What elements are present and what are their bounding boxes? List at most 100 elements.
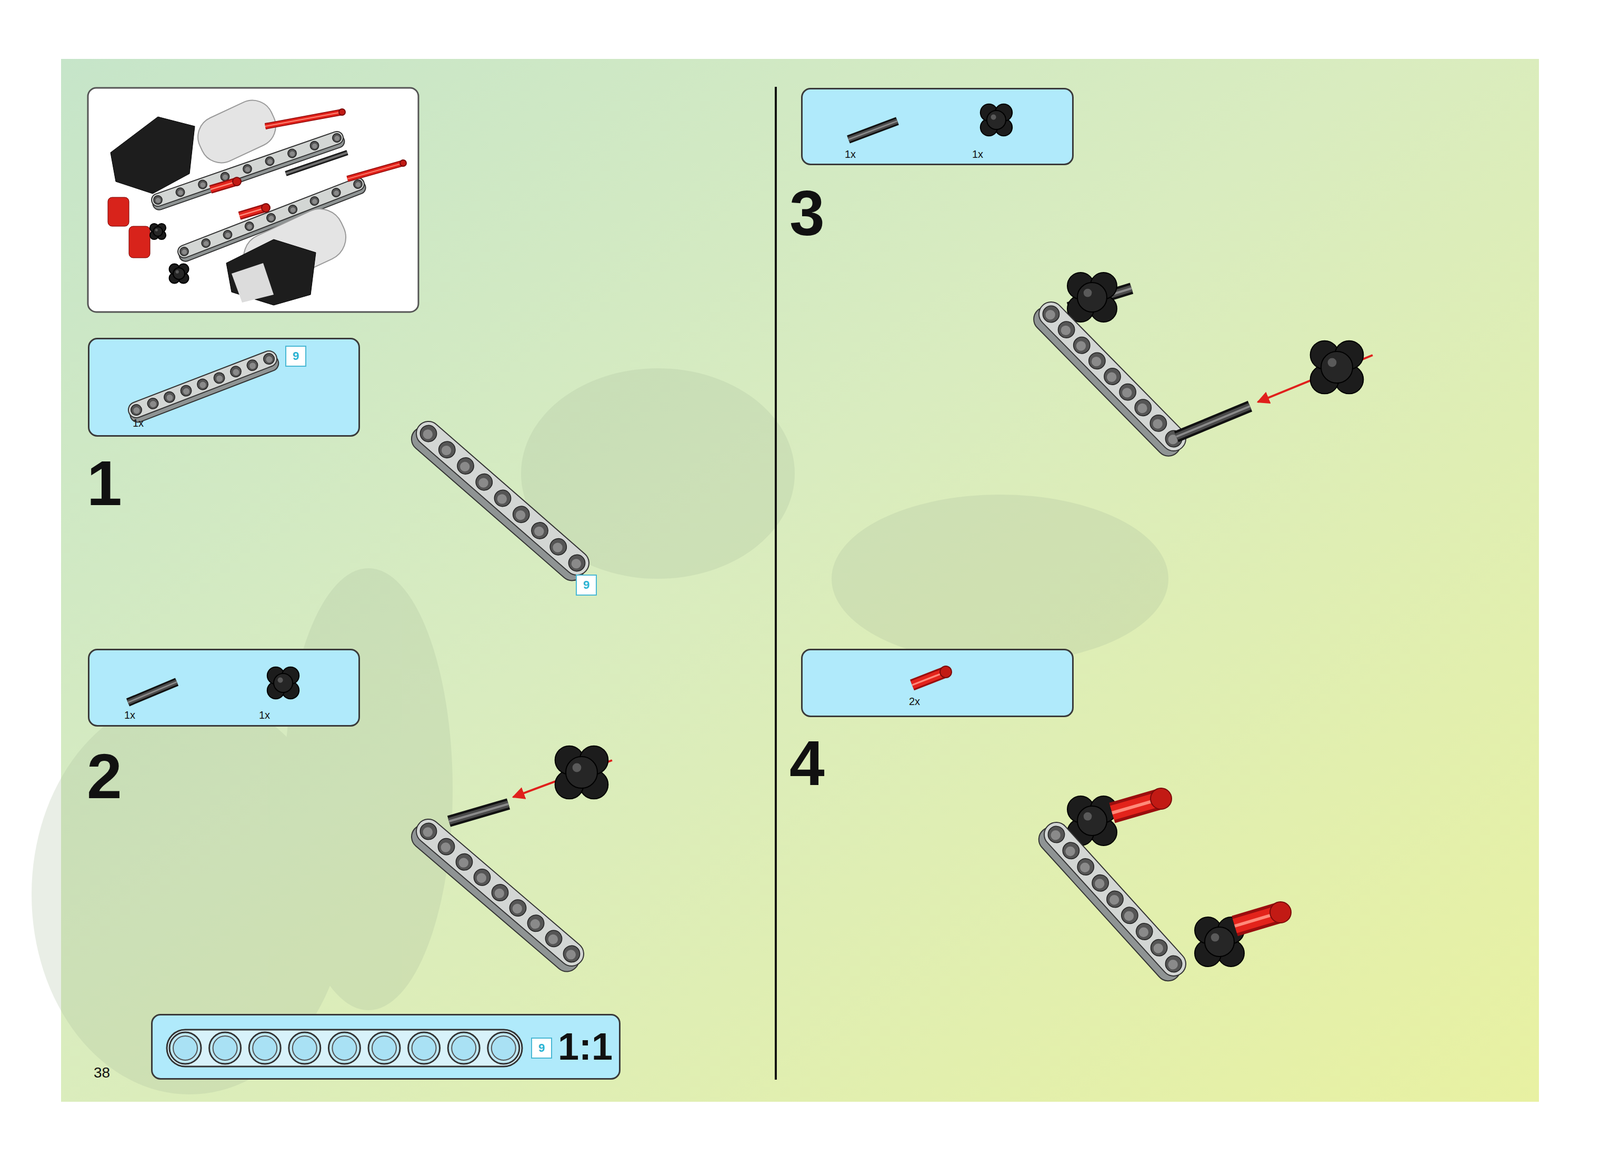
- part-shape: [991, 114, 997, 120]
- part-picture: [802, 650, 1073, 716]
- illustration-part: [338, 108, 346, 116]
- illustration-part: [175, 270, 179, 274]
- illustration-part: [1270, 902, 1292, 924]
- illustration-part: [495, 492, 509, 506]
- part-shape: [148, 400, 158, 409]
- illustration-part: [1146, 411, 1170, 435]
- part-shape: [132, 406, 142, 415]
- quantity-text: 1x: [972, 148, 984, 160]
- illustration-part: [1088, 871, 1113, 895]
- illustration-part: [1122, 909, 1136, 924]
- illustration-part: [222, 174, 229, 181]
- illustration-part: [564, 947, 578, 962]
- background-texture: [31, 368, 1169, 1095]
- illustration-part: [224, 232, 232, 239]
- part-shape: [487, 1032, 520, 1065]
- illustration-part: [1054, 318, 1078, 342]
- part-shape: [447, 1032, 480, 1065]
- illustration-part: [1147, 936, 1171, 960]
- illustration-part: [546, 932, 560, 947]
- step-number: 2: [86, 744, 123, 808]
- parts-box: 91x: [87, 337, 360, 437]
- illustration-part: [551, 541, 565, 555]
- illustration-part: [439, 443, 454, 458]
- illustration-part: [232, 177, 242, 186]
- illustration-part: [244, 166, 251, 173]
- illustration-part: [354, 181, 362, 188]
- length-callout: 9: [531, 1037, 553, 1059]
- illustration-part: [200, 237, 212, 249]
- part-shape: [986, 110, 1006, 130]
- length-callout: 9: [285, 345, 307, 367]
- illustration-part: [1117, 904, 1142, 928]
- illustration-part: [286, 147, 298, 159]
- illustration-part: [421, 427, 435, 442]
- illustration-part: [87, 87, 419, 313]
- illustration-part: [1151, 417, 1165, 432]
- part-shape: [248, 1032, 281, 1065]
- illustration-part: [1136, 925, 1151, 940]
- part-shape: [412, 1036, 437, 1061]
- illustration-part: [560, 942, 584, 966]
- part-shape: [848, 121, 898, 140]
- illustration-part: [476, 476, 491, 490]
- part-shape: [127, 682, 177, 703]
- illustration-part: [267, 215, 275, 222]
- illustration-part: [474, 871, 489, 886]
- axle: [1176, 406, 1250, 437]
- illustration-part: [173, 267, 185, 280]
- part-shape: [451, 1036, 476, 1061]
- step-number: 3: [789, 181, 825, 245]
- illustration-part: [400, 160, 407, 167]
- part-shape: [292, 1036, 317, 1061]
- illustration-part: [1074, 855, 1098, 879]
- illustration-part: [1070, 333, 1094, 357]
- parts-box: 1x1x: [87, 648, 360, 727]
- illustration-part: [448, 804, 509, 822]
- illustration-part: [243, 220, 255, 232]
- illustration-part: [1085, 349, 1109, 373]
- illustration-part: [1083, 812, 1093, 822]
- illustration-part: [509, 503, 533, 527]
- part-shape: [332, 1036, 357, 1061]
- illustration-part: [264, 155, 276, 167]
- illustration-part: [311, 198, 318, 205]
- illustration-part: [333, 135, 340, 142]
- illustration-part: [572, 763, 582, 773]
- illustration-part: [532, 524, 546, 539]
- illustration-part: [1211, 933, 1220, 943]
- part-shape: [212, 371, 226, 385]
- part-shape: [848, 121, 898, 140]
- quantity-text: 1x: [844, 148, 856, 160]
- part-shape: [248, 361, 257, 370]
- scale-ruler: 91:1: [151, 1014, 621, 1080]
- connector-peg: [1234, 902, 1292, 927]
- scale-text: 1:1: [557, 1026, 613, 1068]
- bush: [980, 104, 1013, 136]
- illustration-part: [1039, 302, 1063, 326]
- illustration-part: [226, 239, 316, 306]
- illustration-part: [438, 841, 453, 855]
- illustration-part: [197, 178, 209, 190]
- illustration-part: [1083, 288, 1093, 298]
- length-number: 9: [292, 350, 299, 363]
- illustration-part: [265, 112, 343, 127]
- connector-peg: [210, 177, 242, 190]
- illustration-part: [1176, 406, 1250, 437]
- part-shape: [195, 377, 210, 392]
- part-shape: [213, 1036, 238, 1061]
- illustration-part: [1104, 370, 1119, 385]
- illustration-part: [506, 896, 530, 920]
- bush: [1067, 272, 1117, 323]
- axle: [848, 121, 898, 140]
- illustration-part: [308, 140, 320, 152]
- part-picture: [89, 339, 359, 436]
- quantity-text: 2x: [908, 695, 920, 708]
- beam: [406, 416, 594, 586]
- illustration-part: [265, 112, 343, 127]
- illustration-part: [1092, 876, 1107, 891]
- illustration-part: [1150, 788, 1172, 810]
- part-shape: [252, 1036, 277, 1061]
- illustration-part: [155, 228, 158, 232]
- illustration-part: [448, 804, 509, 822]
